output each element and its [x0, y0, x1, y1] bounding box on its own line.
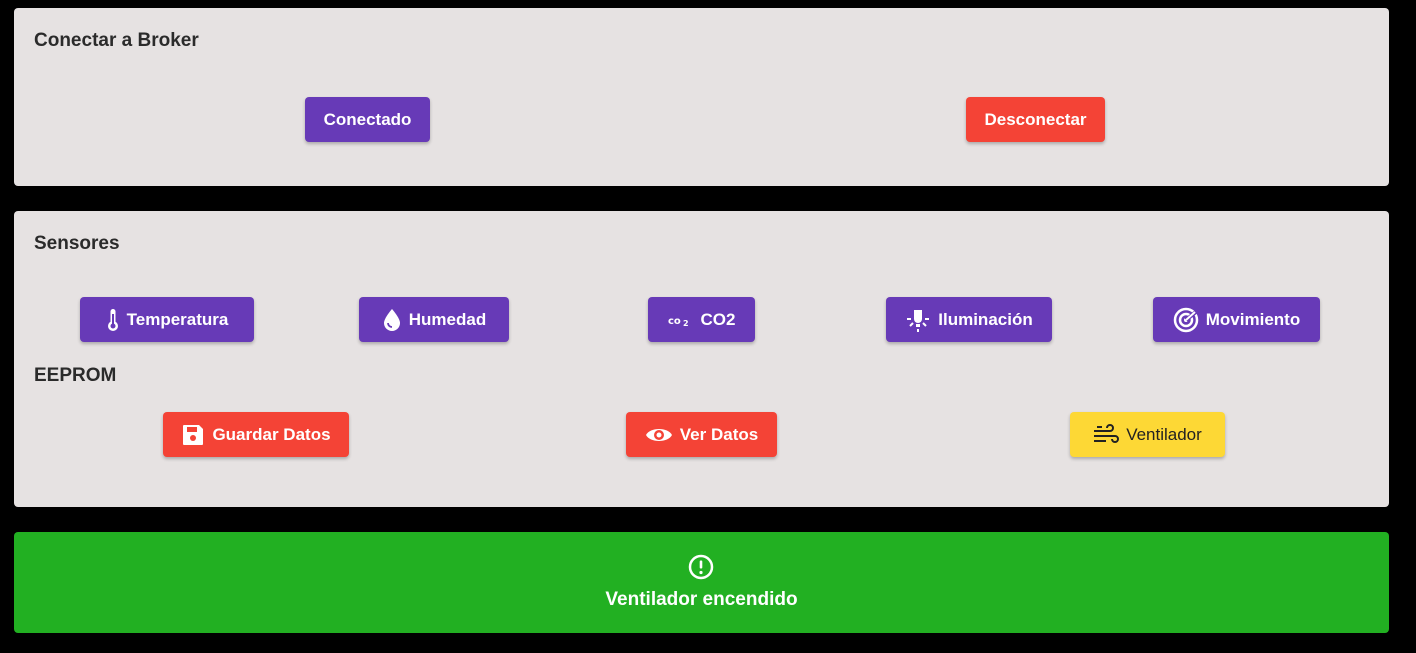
- fan-label: Ventilador: [1126, 424, 1202, 444]
- eye-icon: [645, 425, 673, 445]
- svg-text:2: 2: [683, 319, 689, 327]
- status-banner: Ventilador encendido: [14, 532, 1389, 633]
- movement-button[interactable]: Movimiento: [1153, 297, 1320, 342]
- view-data-label: Ver Datos: [679, 424, 759, 444]
- fan-button[interactable]: Ventilador: [1070, 412, 1225, 457]
- alert-circle-icon: [688, 554, 714, 585]
- humidity-button[interactable]: Humedad: [359, 297, 509, 342]
- eeprom-title: EEPROM: [34, 365, 117, 386]
- thermometer-icon: [106, 308, 120, 332]
- light-bulb-icon: [905, 307, 931, 333]
- sensors-title: Sensores: [34, 233, 120, 254]
- movement-label: Movimiento: [1205, 309, 1301, 329]
- connected-button-label: Conectado: [323, 109, 412, 129]
- floppy-disk-icon: [181, 423, 205, 447]
- svg-text:co: co: [668, 316, 681, 327]
- disconnect-button-label: Desconectar: [984, 109, 1087, 129]
- view-data-button[interactable]: Ver Datos: [626, 412, 777, 457]
- disconnect-button[interactable]: Desconectar: [966, 97, 1105, 142]
- broker-title: Conectar a Broker: [34, 30, 199, 51]
- temperature-label: Temperatura: [126, 309, 229, 329]
- connected-button[interactable]: Conectado: [305, 97, 430, 142]
- radar-icon: [1173, 307, 1199, 333]
- broker-card: Conectar a Broker Conectado Desconectar: [14, 8, 1389, 186]
- wind-icon: [1093, 423, 1120, 446]
- humidity-label: Humedad: [408, 309, 487, 329]
- water-drop-icon: [382, 308, 402, 332]
- illumination-button[interactable]: Iluminación: [886, 297, 1052, 342]
- illumination-label: Iluminación: [938, 309, 1033, 329]
- temperature-button[interactable]: Temperatura: [80, 297, 254, 342]
- save-data-button[interactable]: Guardar Datos: [163, 412, 349, 457]
- status-message: Ventilador encendido: [605, 589, 798, 610]
- save-data-label: Guardar Datos: [212, 424, 331, 444]
- co2-label: CO2: [700, 309, 736, 329]
